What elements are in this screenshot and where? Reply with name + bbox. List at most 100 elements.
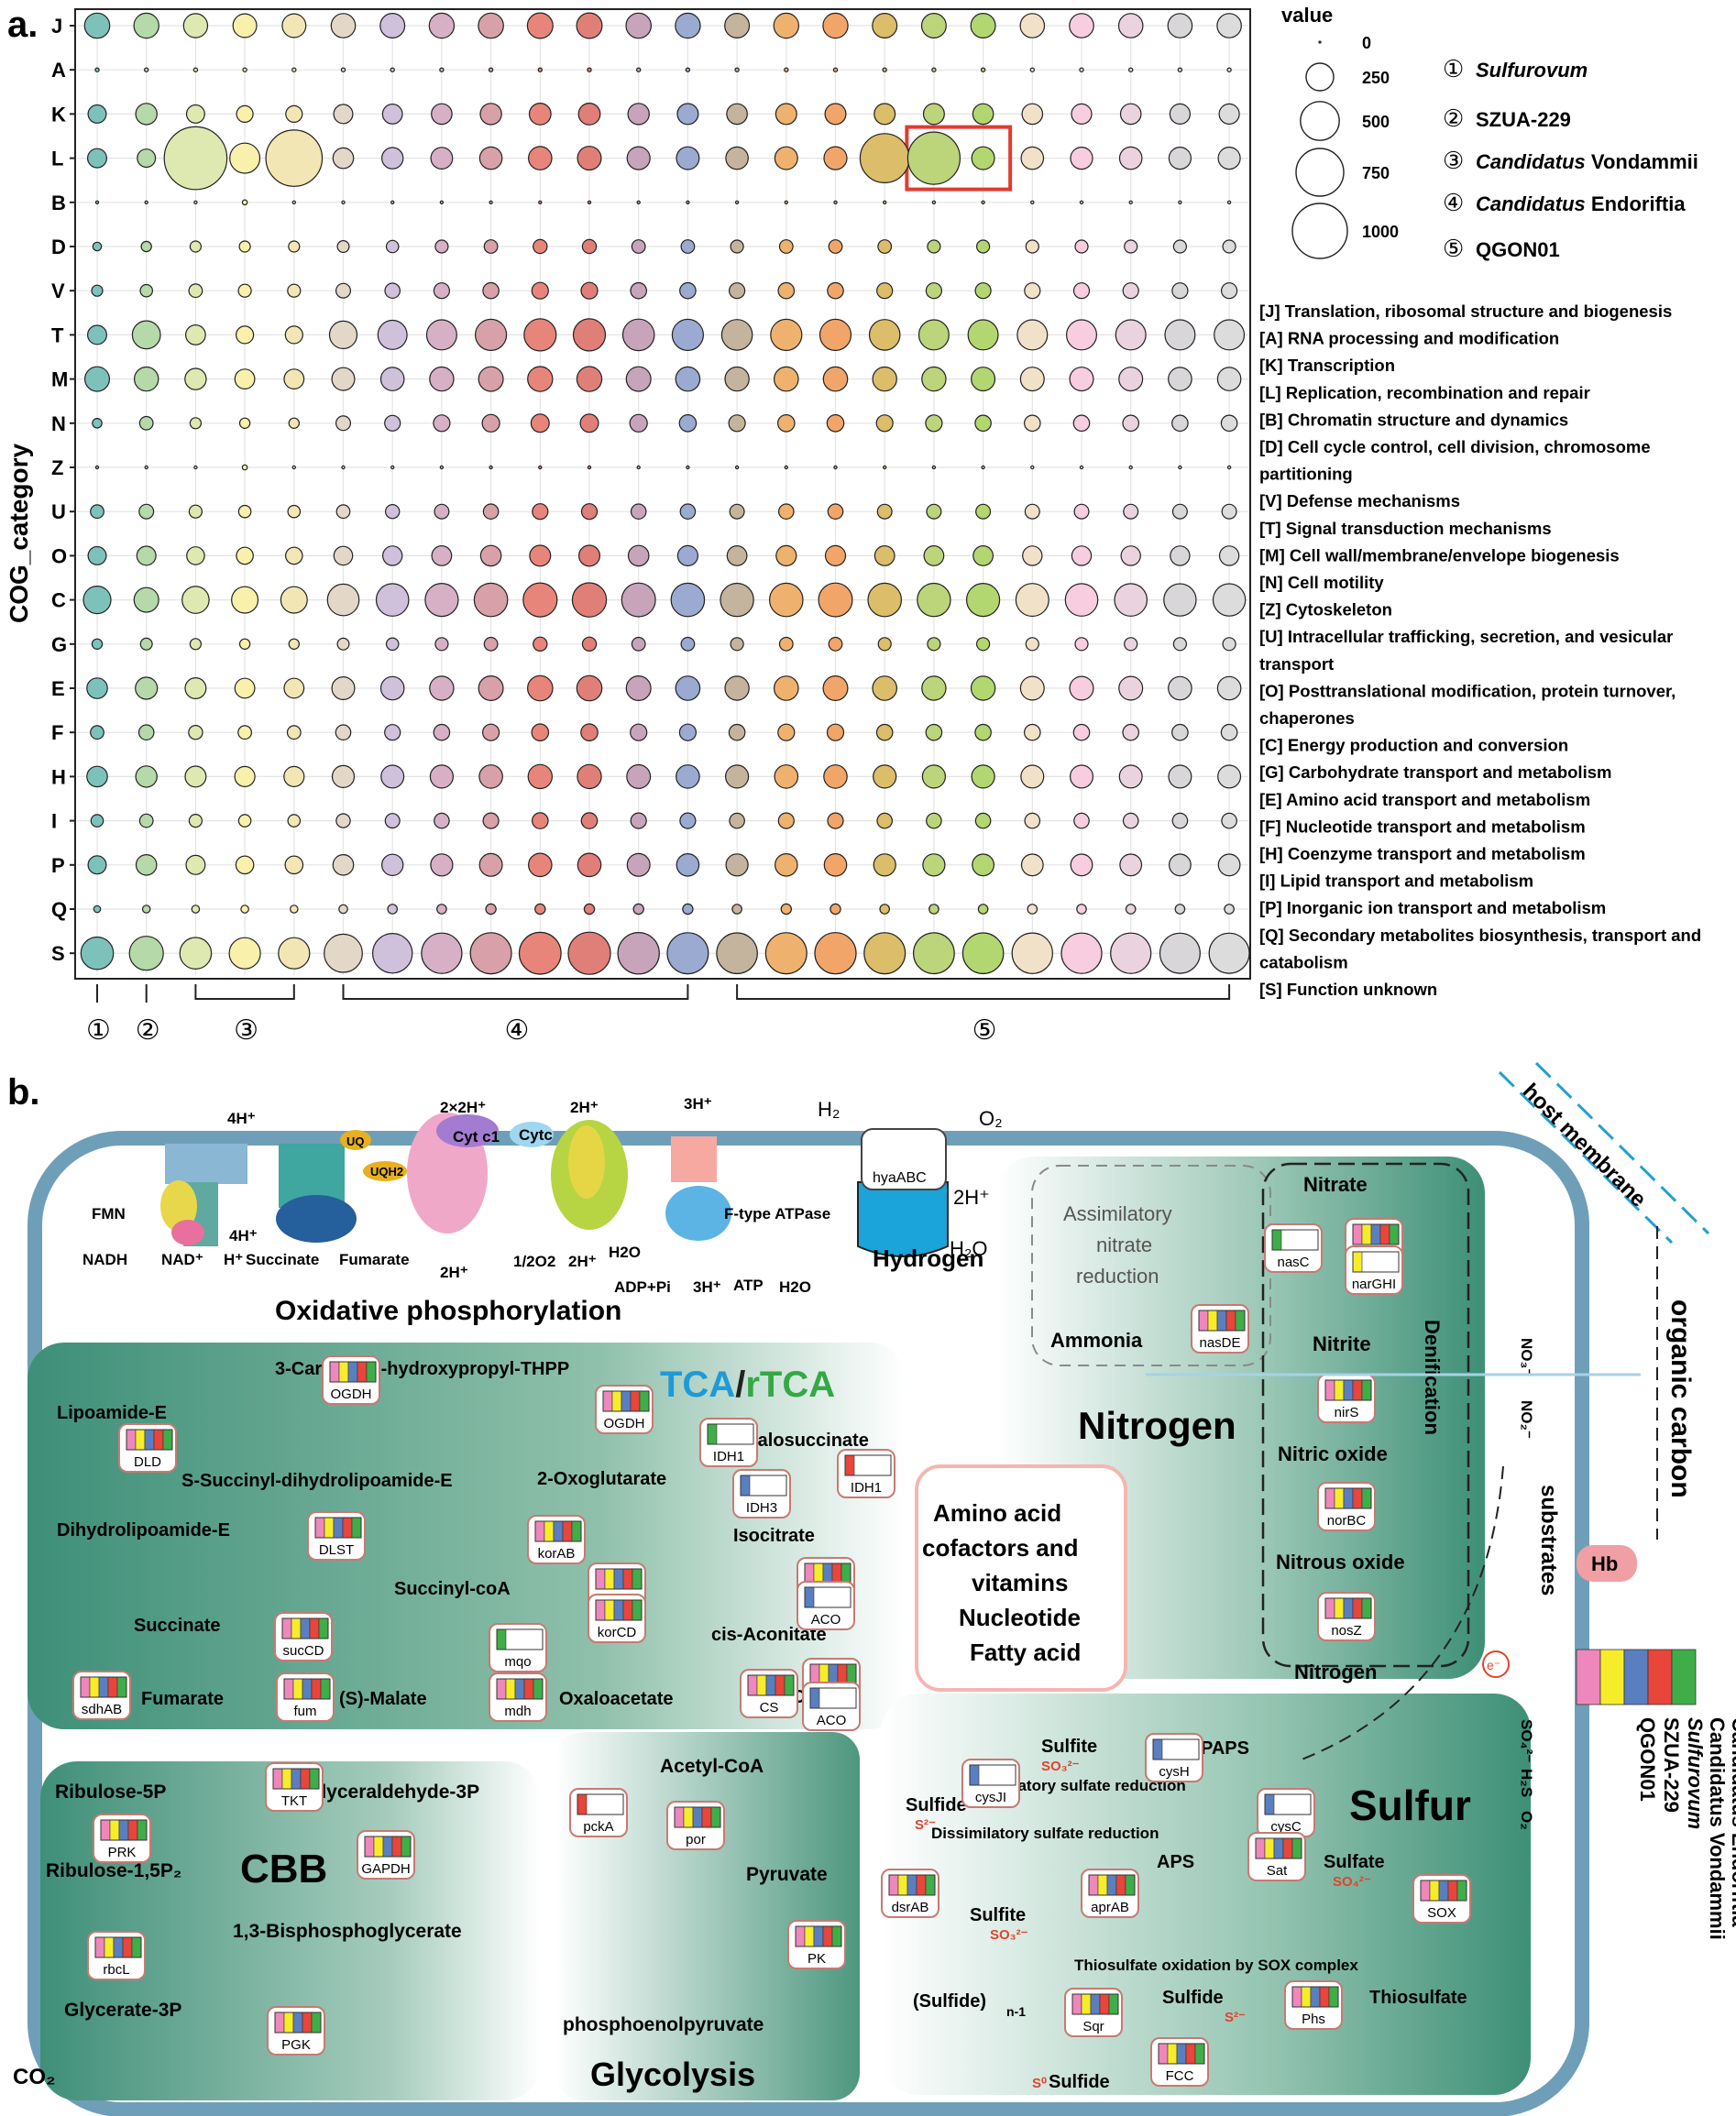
gene-stripe [831, 1925, 842, 1947]
group-bracket-4 [342, 984, 689, 1000]
key-name: Candidatus Endoriftia [1728, 1717, 1736, 1927]
size-legend-value: 500 [1362, 113, 1390, 131]
bubble-H-10 [527, 763, 554, 790]
bubble-O-20 [1022, 545, 1043, 566]
bubble-D-3 [189, 240, 202, 253]
gene-stripe [674, 1806, 685, 1828]
gene-stripe [841, 1562, 852, 1584]
bubble-C-3 [181, 586, 210, 614]
bubble-Z-18 [931, 465, 937, 470]
bubble-A-9 [488, 67, 494, 72]
metabolite: Succinate [134, 1616, 220, 1636]
bubble-O-7 [382, 545, 403, 566]
bubble-P-23 [1168, 853, 1192, 877]
bubble-S-6 [324, 933, 363, 973]
complex-II-base [276, 1195, 357, 1243]
bubble-D-18 [927, 239, 941, 254]
gene-stripe [1291, 1837, 1302, 1859]
bubble-Z-24 [1226, 465, 1232, 470]
bubble-J-7 [379, 13, 406, 38]
bubble-M-7 [379, 367, 405, 391]
uqh2-label: UQH2 [370, 1165, 403, 1179]
gene-stripe [89, 1676, 100, 1698]
bubble-C-14 [720, 582, 754, 618]
bubble-D-16 [828, 239, 843, 254]
bubble-P-10 [527, 852, 553, 878]
gene-stripe [333, 1517, 344, 1539]
y-tick-label-M: M [51, 368, 68, 391]
bubble-J-11 [576, 12, 603, 39]
bubble-U-19 [975, 503, 992, 520]
gene-box-PGK: PGK [267, 2006, 325, 2056]
bubble-K-6 [333, 104, 354, 125]
bubble-A-4 [242, 67, 247, 72]
gene-stripe [837, 1663, 848, 1685]
metabolite: Nitrous oxide [1276, 1551, 1405, 1573]
bubble-T-2 [131, 320, 161, 350]
bubble-F-8 [433, 723, 451, 741]
nitrogen-module: Nitrogen Assimilatory nitrate reduction … [1050, 1173, 1444, 1683]
bubble-M-19 [971, 367, 996, 392]
y-tick-label-F: F [51, 721, 63, 744]
bubble-A-11 [587, 67, 592, 72]
fumarate-label: Fumarate [339, 1251, 410, 1268]
bubble-L-22 [1118, 146, 1143, 170]
uq-label-shape [340, 1130, 371, 1150]
bubble-L-13 [676, 146, 700, 170]
metabolite: Nitric oxide [1278, 1442, 1388, 1465]
gene-box-mqo: mqo [489, 1623, 547, 1672]
cbb-region [40, 1761, 541, 2100]
bubble-B-16 [833, 200, 838, 204]
gene-stripe-frame [740, 1475, 787, 1497]
bubble-L-4 [229, 142, 261, 174]
gene-stripe-frame [126, 1429, 173, 1451]
bubble-T-18 [917, 319, 950, 351]
gene-stripe [1090, 1993, 1101, 2015]
proton-label: 4H⁺ [229, 1227, 258, 1244]
gene-stripe [1334, 1379, 1345, 1401]
metabolite: Succinyl-coA [394, 1579, 511, 1599]
bubble-G-19 [975, 637, 991, 652]
gene-stripe-frame [314, 1517, 362, 1539]
gene-box-FCC: FCC [1150, 2037, 1209, 2087]
bubble-E-1 [86, 677, 108, 699]
gene-stripe [775, 1674, 786, 1696]
bubble-L-2 [137, 148, 157, 169]
bubble-M-14 [724, 366, 750, 392]
gene-stripe [283, 2012, 294, 2034]
bubble-F-9 [481, 723, 500, 741]
bubble-B-15 [784, 200, 789, 204]
bubble-K-2 [135, 103, 158, 126]
bubble-Z-2 [144, 465, 148, 470]
bubble-B-23 [1178, 200, 1182, 204]
gene-label: nosZ [1331, 1623, 1361, 1639]
bubble-C-18 [917, 582, 951, 618]
bubble-B-11 [587, 200, 592, 204]
gene-stripe-frame [844, 1454, 892, 1476]
gene-stripe-frame [595, 1568, 643, 1590]
bubble-G-7 [385, 637, 400, 652]
gene-stripe [1456, 1880, 1467, 1902]
bubble-Q-17 [879, 904, 890, 915]
legend-name: Sulfurovum [1476, 59, 1588, 82]
proton-label: 2H⁺ [953, 1186, 990, 1209]
bubble-U-9 [482, 503, 500, 520]
gene-label: fum [293, 1704, 316, 1719]
bubble-B-8 [439, 200, 445, 204]
metabolite: cis-Aconitate [711, 1625, 827, 1645]
metabolite: Fumarate [141, 1689, 224, 1709]
complex-I-head [160, 1180, 197, 1232]
bubble-O-8 [431, 545, 453, 566]
gene-stripe [127, 1819, 138, 1841]
gene-stripe [1115, 1874, 1126, 1896]
bubble-P-17 [873, 853, 896, 877]
legend-name-suffix: Vondammii [1586, 150, 1698, 173]
ion-note: SO₃²⁻ [1041, 1759, 1080, 1774]
bubble-E-10 [526, 674, 554, 702]
bubble-E-16 [822, 674, 849, 701]
category-description: [G] Carbohydrate transport and metabolis… [1259, 762, 1611, 782]
bubble-E-9 [478, 674, 504, 701]
bubble-N-15 [776, 413, 796, 433]
sulfur-region [882, 1694, 1531, 2095]
